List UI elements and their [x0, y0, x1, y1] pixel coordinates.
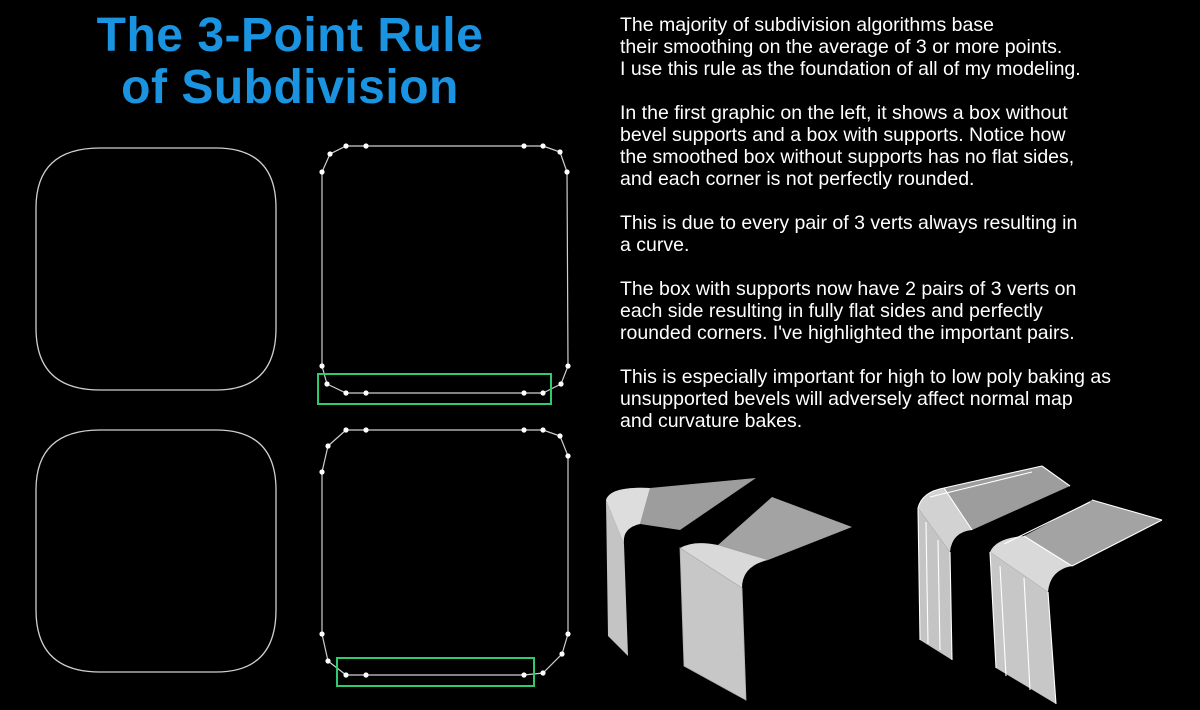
supported-box-top: [319, 143, 571, 396]
support-top-vertex: [319, 363, 325, 369]
supported-panel-front: [989, 499, 1163, 705]
support-top-vertex: [521, 143, 527, 149]
bevel-render-supported: [917, 465, 1163, 705]
support-top-vertex: [327, 151, 333, 157]
explanation-text: The majority of subdivision algorithms b…: [620, 14, 1190, 454]
paragraph-first-graphic: In the first graphic on the left, it sho…: [620, 102, 1075, 190]
support-bottom-vertex: [565, 453, 571, 459]
support-bottom-vertex: [565, 631, 571, 637]
support-bottom-outline: [321, 429, 569, 676]
support-bottom-vertex: [540, 670, 546, 676]
title-line-2: of Subdivision: [121, 61, 459, 114]
support-top-vertex: [343, 143, 349, 149]
support-top-vertex: [521, 390, 527, 396]
smooth-panel-back: [606, 478, 756, 656]
page-title: The 3-Point Rule of Subdivision: [40, 10, 540, 114]
paragraph-curve-reason: This is due to every pair of 3 verts alw…: [620, 212, 1078, 256]
support-bottom-vertex: [521, 427, 527, 433]
title-line-1: The 3-Point Rule: [96, 9, 484, 62]
bevel-render-smooth: [606, 478, 852, 701]
support-bottom-vertex: [325, 658, 331, 664]
support-top-vertex: [319, 169, 325, 175]
support-top-vertex: [363, 143, 369, 149]
support-top-vertex: [540, 143, 546, 149]
paragraph-intro: The majority of subdivision algorithms b…: [620, 14, 1081, 80]
support-top-vertex: [557, 149, 563, 155]
support-bottom-vertex: [521, 672, 527, 678]
support-top-vertex: [558, 381, 564, 387]
support-bottom-vertex: [557, 433, 563, 439]
supported-box-bottom: [319, 427, 571, 678]
support-bottom-vertex: [343, 427, 349, 433]
unsupported-box-bottom: [35, 429, 277, 673]
support-bottom-vertex: [559, 651, 565, 657]
support-top-vertex: [343, 390, 349, 396]
support-top-vertex: [363, 390, 369, 396]
support-top-vertex: [564, 169, 570, 175]
support-bottom-vertex: [363, 427, 369, 433]
support-bottom-vertex: [343, 672, 349, 678]
highlight-pair-top: [317, 373, 552, 405]
support-top-outline: [321, 145, 569, 394]
unsupported-box-top: [35, 147, 277, 391]
support-top-vertex: [565, 363, 571, 369]
smooth-panel-front: [679, 497, 852, 701]
support-bottom-vertex: [540, 427, 546, 433]
support-bottom-vertex: [325, 443, 331, 449]
paragraph-baking: This is especially important for high to…: [620, 366, 1111, 432]
supported-panel-back: [917, 465, 1071, 661]
support-bottom-vertex: [319, 469, 325, 475]
highlight-pair-bottom: [336, 657, 535, 687]
support-top-vertex: [540, 390, 546, 396]
support-bottom-vertex: [363, 672, 369, 678]
support-top-vertex: [324, 381, 330, 387]
paragraph-supports: The box with supports now have 2 pairs o…: [620, 278, 1077, 344]
support-bottom-vertex: [319, 631, 325, 637]
